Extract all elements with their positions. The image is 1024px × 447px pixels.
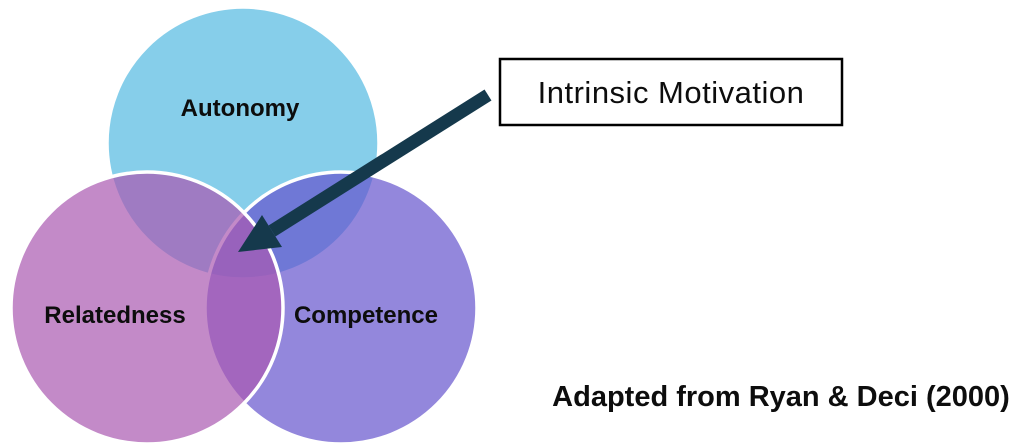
arrow-head-icon: [238, 215, 282, 252]
arrow-shaft: [268, 89, 492, 237]
callout-box: [498, 57, 844, 127]
competence-label: Competence: [294, 302, 438, 329]
attribution-text: Adapted from Ryan & Deci (2000): [552, 381, 1010, 413]
callout-label: Intrinsic Motivation: [538, 75, 805, 110]
relatedness-circle: [9, 170, 285, 446]
autonomy-label: Autonomy: [181, 95, 300, 122]
relatedness-label: Relatedness: [44, 302, 185, 329]
